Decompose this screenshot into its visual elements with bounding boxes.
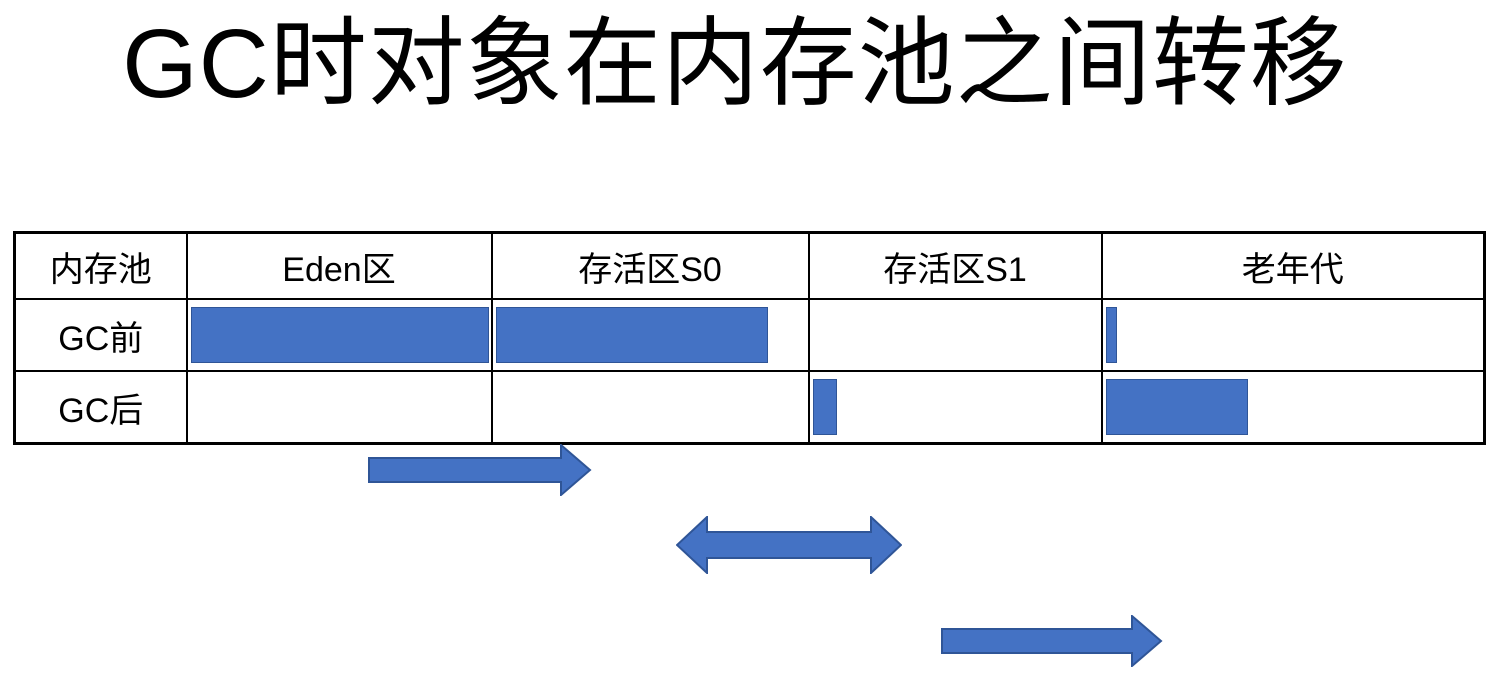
row-label-gc-after: GC后 [13, 370, 188, 445]
page-title: GC时对象在内存池之间转移 [122, 9, 1348, 118]
table-row-gc-before: GC前 [13, 298, 1486, 372]
cell-gc-after-s0 [490, 370, 810, 445]
memory-pool-table: 内存池 Eden区 存活区S0 存活区S1 老年代 GC前 [13, 231, 1486, 445]
s1-to-old-gen-arrow-icon [941, 615, 1163, 667]
header-cell-survivor-s0: 存活区S0 [490, 231, 810, 300]
s0-s1-swap-arrow-icon [676, 516, 902, 574]
gc-after-old-gen-bar [1105, 379, 1249, 435]
cell-gc-before-s1 [807, 298, 1103, 372]
row-label-gc-before: GC前 [13, 298, 188, 372]
gc-before-s0-bar [495, 307, 769, 363]
gc-after-s1-bar [812, 379, 837, 435]
cell-gc-before-s0 [490, 298, 810, 372]
header-cell-memory-pool: 内存池 [13, 231, 188, 300]
header-cell-old-gen: 老年代 [1100, 231, 1486, 300]
eden-to-s0-arrow-icon [368, 444, 592, 496]
cell-gc-before-old-gen [1100, 298, 1486, 372]
cell-gc-after-s1 [807, 370, 1103, 445]
gc-before-eden-bar [190, 307, 489, 363]
table-row-gc-after: GC后 [13, 370, 1486, 445]
cell-gc-before-eden [185, 298, 493, 372]
cell-gc-after-old-gen [1100, 370, 1486, 445]
header-cell-survivor-s1: 存活区S1 [807, 231, 1103, 300]
header-cell-eden: Eden区 [185, 231, 493, 300]
gc-before-old-gen-bar [1105, 307, 1117, 363]
table-header-row: 内存池 Eden区 存活区S0 存活区S1 老年代 [13, 231, 1486, 300]
cell-gc-after-eden [185, 370, 493, 445]
